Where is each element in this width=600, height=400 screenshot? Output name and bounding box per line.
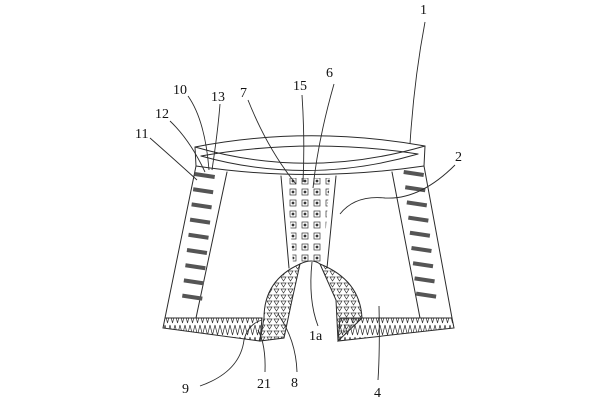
vent-bar-left [189,217,211,225]
crotch-gusset-left [259,263,301,342]
label-10: 10 [173,83,187,98]
vent-bar-left [188,232,209,240]
label-21: 21 [257,377,271,392]
label-13: 13 [211,90,225,105]
label-11: 11 [135,127,148,142]
vent-bar-right [411,246,432,253]
vent-bar-right [409,230,431,238]
label-15: 15 [293,79,307,94]
vent-bar-left [194,172,215,179]
vent-bar-left [183,278,205,286]
vent-bar-left [186,248,208,255]
vent-bar-right [406,200,428,208]
vent-bar-right [412,261,434,269]
reference-labels: 1 2 6 7 15 10 13 12 11 1a 4 8 21 9 [135,3,462,400]
side-vents-right [403,170,437,299]
side-vents-left [182,172,215,301]
vent-bar-left [192,187,214,195]
label-1: 1 [420,3,427,18]
leader-lines [149,21,456,387]
waistband [194,135,426,175]
vent-bar-left [182,293,203,301]
vent-bar-right [415,291,437,299]
label-7: 7 [240,86,247,101]
crotch-curve [299,260,321,265]
label-8: 8 [291,376,298,391]
vent-bar-right [403,170,424,177]
label-6: 6 [326,66,333,81]
label-1a: 1a [309,329,323,344]
vent-bar-right [408,215,429,223]
vent-bar-left [191,202,212,210]
center-panel [280,175,337,269]
crotch-gusset-right [319,263,363,343]
vent-bar-left [185,263,206,271]
label-4: 4 [374,386,381,400]
leg-hem-left [162,317,263,342]
label-12: 12 [155,107,169,122]
label-9: 9 [182,382,189,397]
label-2: 2 [455,150,462,165]
vent-bar-right [414,276,435,284]
vent-bar-right [404,185,426,193]
